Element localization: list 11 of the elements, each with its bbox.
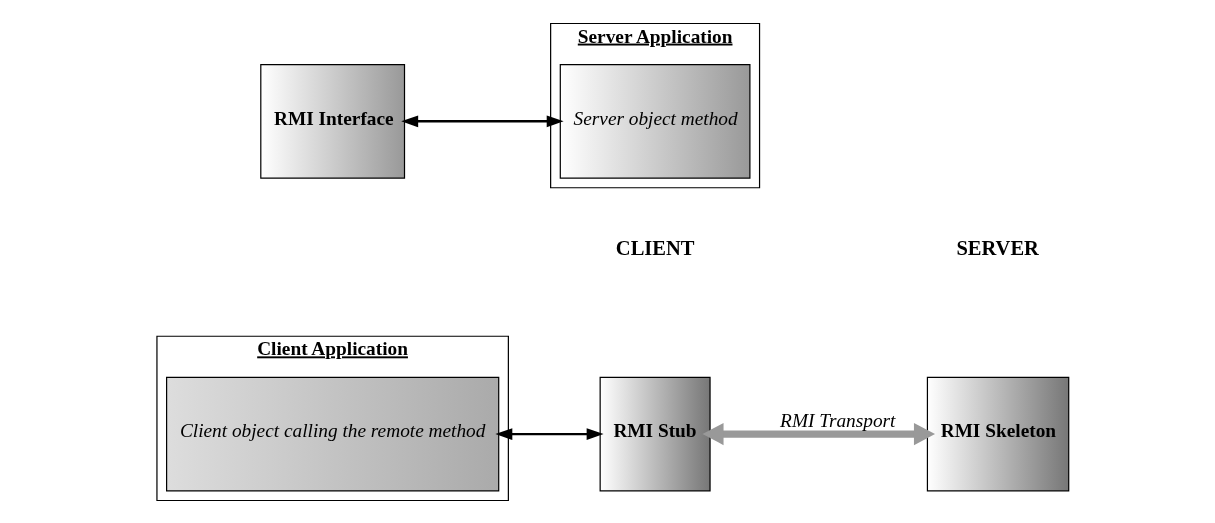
node-box: RMI Stub bbox=[599, 376, 711, 491]
arrow bbox=[494, 427, 604, 440]
label: SERVER bbox=[955, 236, 1039, 259]
label: CLIENT bbox=[615, 236, 695, 259]
arrow bbox=[400, 114, 564, 127]
node-box: RMI Skeleton bbox=[926, 376, 1069, 491]
node-box: Client object calling the remote method bbox=[165, 376, 499, 491]
node-box: RMI Interface bbox=[259, 63, 405, 179]
edge-label: RMI Transport bbox=[779, 409, 895, 431]
node-box: Server object method bbox=[559, 63, 750, 179]
arrow bbox=[701, 422, 935, 445]
